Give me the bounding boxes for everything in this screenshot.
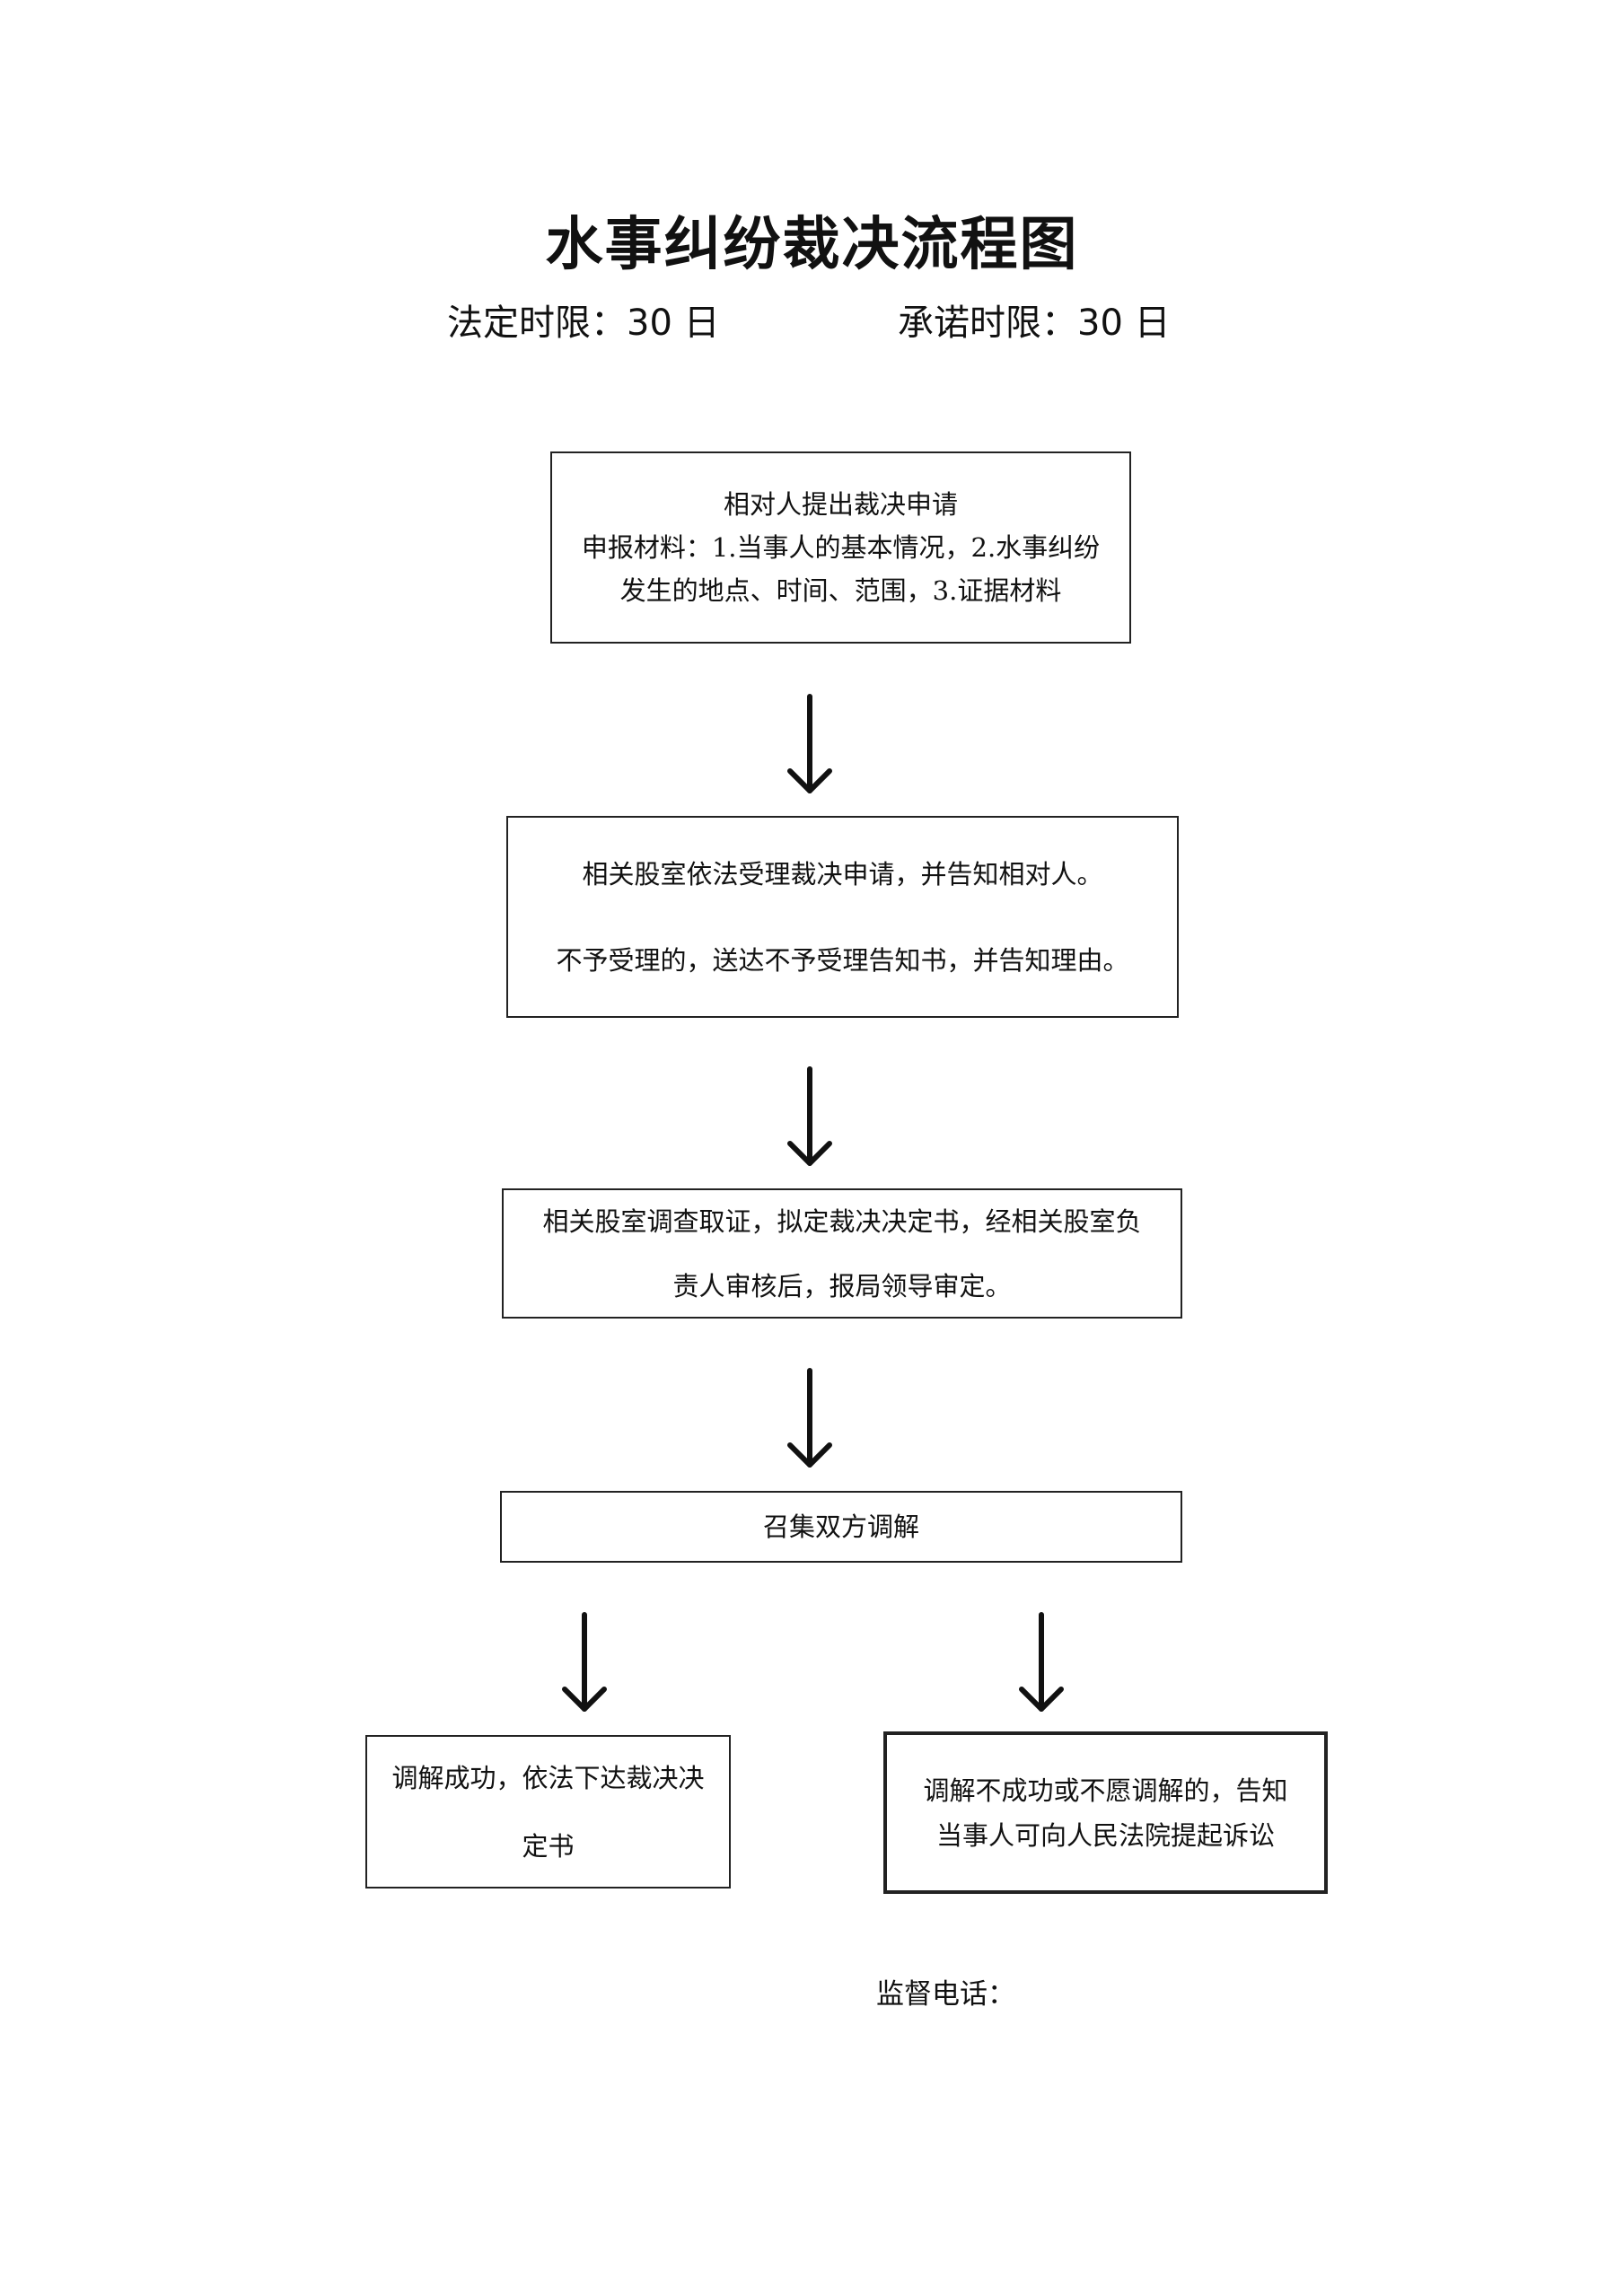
down-arrow-icon (787, 1368, 832, 1468)
step-mediation-failure-line-2: 当事人可向人民法院提起诉讼 (935, 1819, 1275, 1851)
supervision-hotline-label: 监督电话： (876, 1978, 1015, 2011)
step-mediation-success-line-2: 定书 (522, 1830, 575, 1862)
step-acceptance-line-1: 相关股室依法受理裁决申请，并告知相对人。 (582, 858, 1103, 889)
page-title: 水事纠纷裁决流程图 (545, 212, 1079, 278)
down-arrow-icon (787, 1066, 832, 1166)
down-arrow-icon (1019, 1612, 1064, 1712)
step-investigation-line-1: 相关股室调查取证，拟定裁决决定书，经相关股室负 (542, 1205, 1142, 1237)
step-acceptance-line-2: 不予受理的，送达不予受理告知书，并告知理由。 (556, 944, 1129, 976)
step-investigation-box: 相关股室调查取证，拟定裁决决定书，经相关股室负 责人审核后，报局领导审定。 (502, 1188, 1182, 1319)
step-application-line-1: 相对人提出裁决申请 (723, 489, 958, 520)
step-mediation-line-1: 召集双方调解 (762, 1512, 919, 1542)
step-application-line-2: 申报材料：1.当事人的基本情况，2.水事纠纷 (581, 532, 1101, 563)
step-investigation-line-2: 责人审核后，报局领导审定。 (672, 1270, 1012, 1301)
down-arrow-icon (787, 694, 832, 793)
legal-time-limit: 法定时限：30 日 (447, 302, 720, 344)
step-mediation-success-line-1: 调解成功，依法下达裁决决 (391, 1762, 705, 1793)
promised-time-limit: 承诺时限：30 日 (898, 302, 1171, 344)
step-mediation-failure-line-1: 调解不成功或不愿调解的，告知 (923, 1775, 1288, 1806)
step-application-line-3: 发生的地点、时间、范围，3.证据材料 (619, 575, 1062, 606)
step-mediation-failure-box: 调解不成功或不愿调解的，告知 当事人可向人民法院提起诉讼 (883, 1731, 1328, 1894)
step-mediation-success-box: 调解成功，依法下达裁决决 定书 (365, 1735, 731, 1889)
step-mediation-box: 召集双方调解 (500, 1491, 1182, 1563)
step-application-box: 相对人提出裁决申请 申报材料：1.当事人的基本情况，2.水事纠纷 发生的地点、时… (550, 451, 1131, 644)
down-arrow-icon (562, 1612, 607, 1712)
step-acceptance-box: 相关股室依法受理裁决申请，并告知相对人。 不予受理的，送达不予受理告知书，并告知… (506, 816, 1179, 1018)
